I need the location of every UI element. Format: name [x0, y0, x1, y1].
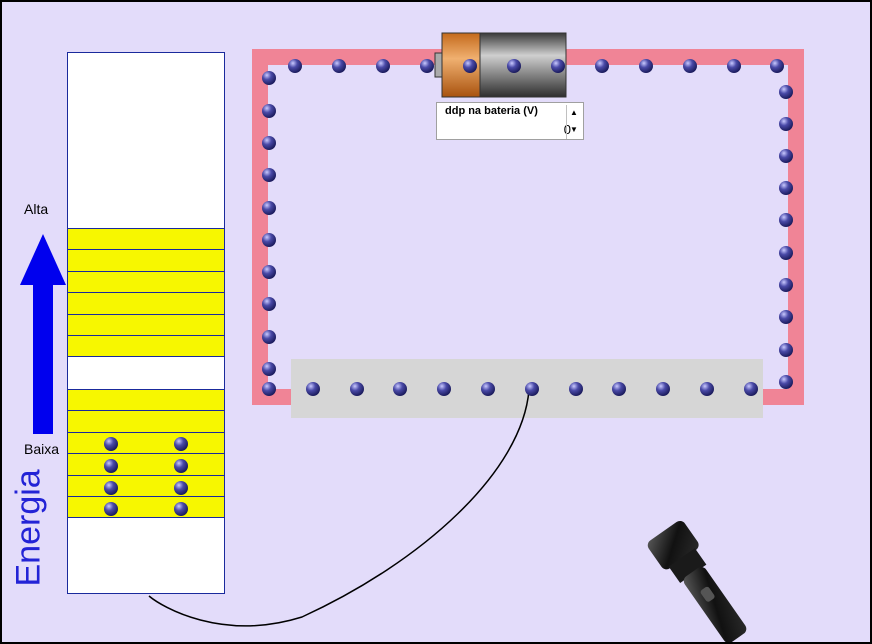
low-energy-label: Baixa [24, 441, 60, 457]
electron-icon [262, 104, 276, 118]
energy-band [68, 389, 224, 410]
electron-icon [779, 85, 793, 99]
energy-band-panel [67, 52, 225, 594]
voltage-down-button[interactable]: ▼ [570, 125, 578, 134]
electron-icon [779, 343, 793, 357]
electron-icon [779, 181, 793, 195]
energy-band [68, 314, 224, 335]
electron-icon [174, 502, 188, 516]
electron-icon [174, 437, 188, 451]
electron-icon [306, 382, 320, 396]
electron-icon [779, 213, 793, 227]
electron-icon [507, 59, 521, 73]
up-arrow-icon [20, 234, 66, 434]
high-energy-label: Alta [24, 201, 49, 217]
electron-icon [779, 278, 793, 292]
battery-icon[interactable] [434, 32, 567, 98]
electron-icon [104, 481, 118, 495]
electron-icon [262, 168, 276, 182]
electron-icon [525, 382, 539, 396]
electron-icon [262, 330, 276, 344]
connection-line [148, 389, 530, 627]
electron-icon [262, 233, 276, 247]
electron-icon [174, 481, 188, 495]
electron-icon [262, 265, 276, 279]
electron-icon [262, 201, 276, 215]
electron-icon [332, 59, 346, 73]
electron-icon [262, 136, 276, 150]
electron-icon [104, 459, 118, 473]
electron-icon [569, 382, 583, 396]
electron-icon [104, 437, 118, 451]
electron-icon [639, 59, 653, 73]
energy-band [68, 335, 224, 357]
electron-icon [656, 382, 670, 396]
battery-voltage-input[interactable] [441, 121, 571, 137]
electron-icon [420, 59, 434, 73]
electron-icon [727, 59, 741, 73]
electron-icon [393, 382, 407, 396]
electron-icon [779, 375, 793, 389]
energy-band [68, 410, 224, 432]
flashlight-icon[interactable] [645, 519, 756, 642]
electron-icon [779, 117, 793, 131]
energy-band [68, 271, 224, 292]
energy-band [68, 292, 224, 314]
electron-icon [463, 59, 477, 73]
electron-icon [481, 382, 495, 396]
electron-icon [262, 382, 276, 396]
electron-icon [376, 59, 390, 73]
electron-icon [551, 59, 565, 73]
energy-band [68, 228, 224, 249]
electron-icon [262, 362, 276, 376]
electron-icon [744, 382, 758, 396]
electron-icon [770, 59, 784, 73]
electron-icon [779, 310, 793, 324]
electron-icon [104, 502, 118, 516]
electron-icon [683, 59, 697, 73]
electron-icon [262, 297, 276, 311]
voltage-up-button[interactable]: ▲ [570, 108, 578, 117]
electron-icon [700, 382, 714, 396]
electron-icon [288, 59, 302, 73]
electron-icon [595, 59, 609, 73]
electron-icon [612, 382, 626, 396]
electron-icon [262, 71, 276, 85]
battery-voltage-control: ddp na bateria (V) ▲ ▼ [436, 102, 584, 140]
electron-icon [437, 382, 451, 396]
electron-icon [779, 246, 793, 260]
voltage-spinner: ▲ ▼ [566, 105, 581, 139]
electron-icon [174, 459, 188, 473]
energy-band [68, 249, 224, 271]
electron-icon [350, 382, 364, 396]
battery-voltage-label: ddp na bateria (V) [445, 105, 538, 117]
electron-icon [779, 149, 793, 163]
